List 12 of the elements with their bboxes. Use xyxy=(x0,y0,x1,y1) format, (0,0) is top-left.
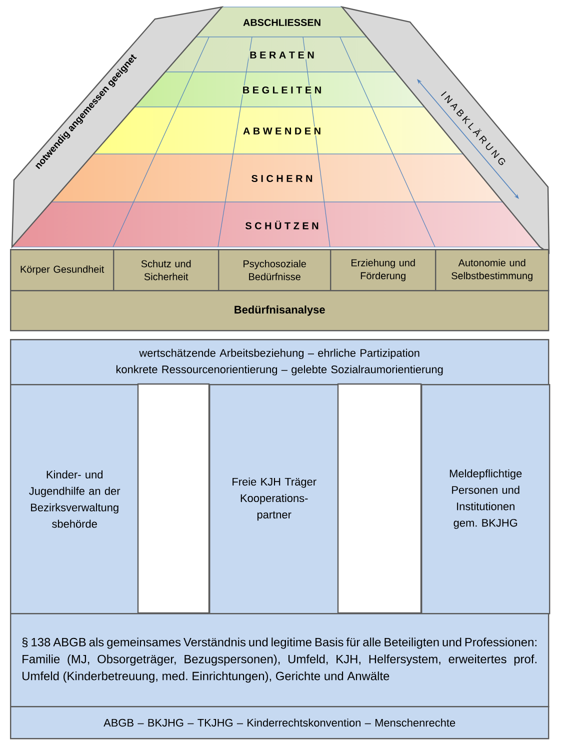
text-box: Meldepflichtige Personen und Institutionen gem. BKJHG xyxy=(421,384,550,614)
text-box: Freie KJH Träger Kooperations- partner xyxy=(209,384,340,614)
need-box: Autonomie und Selbstbestimmung xyxy=(435,249,550,292)
empty-box xyxy=(137,383,210,614)
need-box: Erziehung und Förderung xyxy=(330,249,436,292)
need-box: Schutz und Sicherheit xyxy=(113,249,220,292)
need-box: Körper Gesundheit xyxy=(10,249,114,292)
text-box: ABGB – BKJHG – TKJHG – Kinderrechtskonvention – Menschenrechte xyxy=(10,706,550,740)
text-box: wertschätzende Arbeitsbeziehung – ehrliche Partizipation konkrete Ressourcenorientierung – gelebte Sozialraumorientierung xyxy=(10,339,550,386)
text-box: Kinder- und Jugendhilfe an der Bezirksverwaltung sbehörde xyxy=(10,384,140,614)
need-box: Psychosoziale Bedürfnisse xyxy=(218,249,332,292)
empty-box xyxy=(337,383,422,614)
